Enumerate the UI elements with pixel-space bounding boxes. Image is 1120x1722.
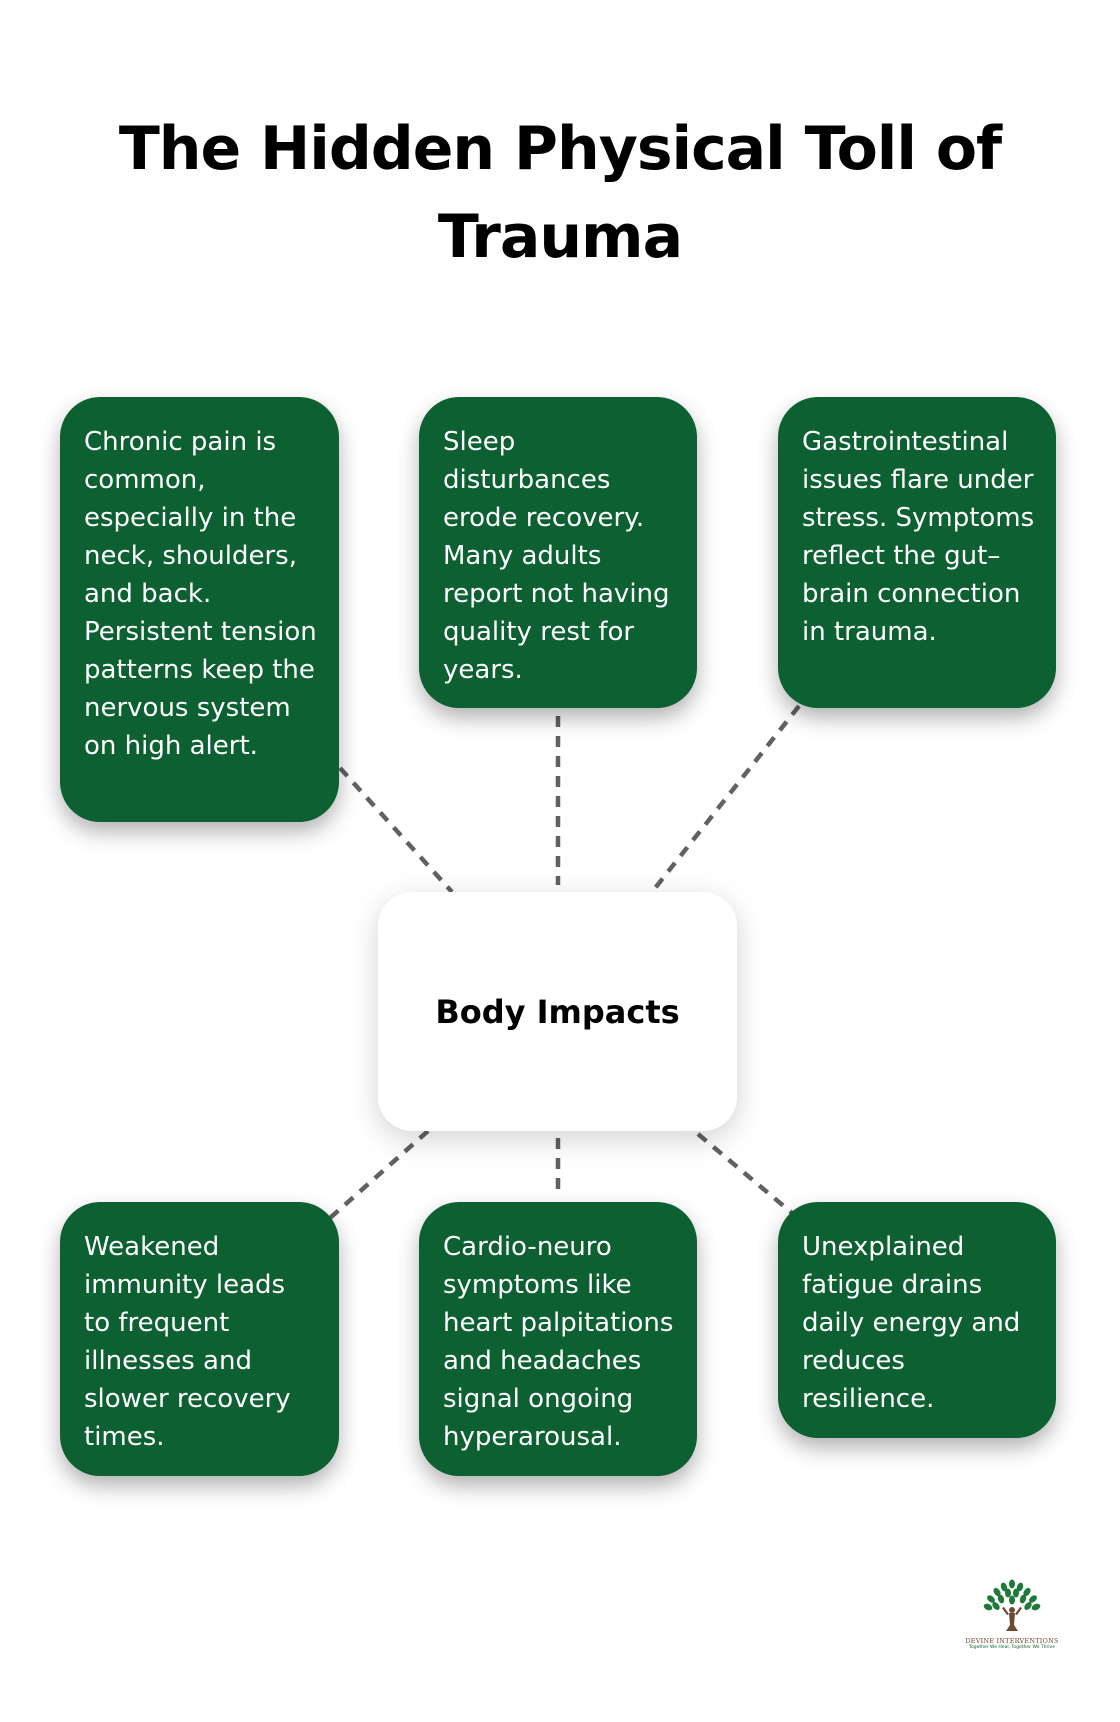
logo: DEVINE INTERVENTIONS Together We Heal, T…: [962, 1578, 1062, 1658]
card-unexplained-fatigue: Unexplained fatigue drains daily energy …: [778, 1202, 1056, 1438]
card-gastrointestinal: Gastrointestinal issues flare under stre…: [778, 397, 1056, 708]
card-weakened-immunity: Weakened immunity leads to frequent illn…: [60, 1202, 339, 1476]
logo-brand: DEVINE INTERVENTIONS: [965, 1637, 1059, 1645]
connector-chronic-pain: [338, 766, 454, 894]
logo-tagline: Together We Heal, Together We Thrive: [969, 1645, 1055, 1650]
page-title: The Hidden Physical Toll of Trauma: [118, 114, 1002, 272]
connector-gastrointestinal: [650, 704, 801, 894]
connector-immunity: [328, 1129, 430, 1220]
center-node: Body Impacts: [378, 892, 737, 1131]
connector-fatigue: [696, 1132, 794, 1215]
card-sleep-disturbances: Sleep disturbances erode recovery. Many …: [419, 397, 697, 708]
card-cardio-neuro: Cardio-neuro symptoms like heart palpita…: [419, 1202, 697, 1476]
center-label: Body Impacts: [435, 992, 680, 1031]
card-chronic-pain: Chronic pain is common, especially in th…: [60, 397, 339, 822]
tree-icon: [983, 1579, 1041, 1631]
